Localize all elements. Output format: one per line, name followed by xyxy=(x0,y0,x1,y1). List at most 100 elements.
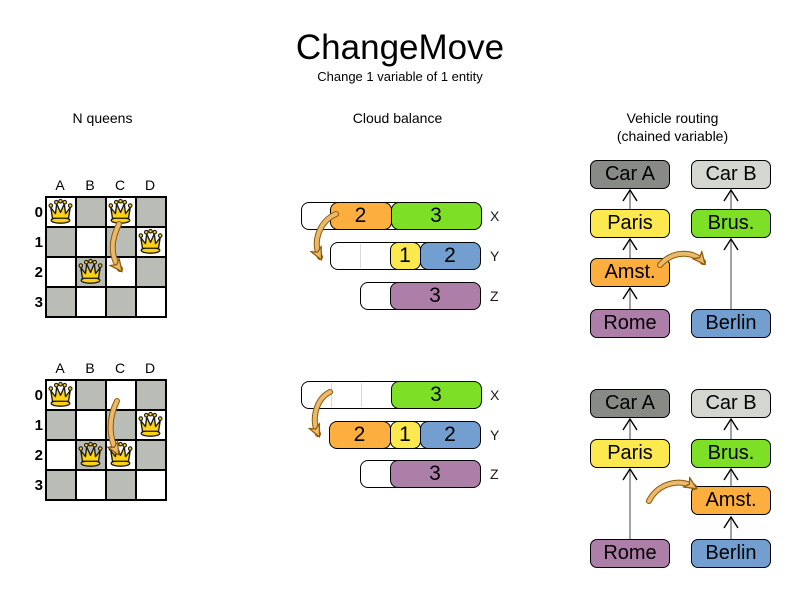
chain-arrow-brus-carb xyxy=(723,417,739,439)
capacity-divider xyxy=(361,383,362,407)
process-size: 2 xyxy=(354,203,367,227)
chain-arrow-brus-carb xyxy=(723,188,739,209)
board-cell xyxy=(136,287,166,317)
row-label: 3 xyxy=(34,294,43,311)
process-block: 3 xyxy=(389,281,481,310)
process-size: 3 xyxy=(429,283,441,307)
board-cell xyxy=(46,227,76,257)
process-block: 2 xyxy=(419,420,481,449)
computer-label: X xyxy=(490,208,500,224)
car-label: Car A xyxy=(604,392,656,414)
process-block: 3 xyxy=(390,380,482,409)
col-label: C xyxy=(114,177,126,193)
section-header-vehicle: Vehicle routing xyxy=(626,110,719,126)
nqueens-board-after: A B C D 0 1 2 3 xyxy=(31,361,171,503)
computer-z-before: 3 xyxy=(360,281,481,310)
stop-amst-box: Amst. xyxy=(691,486,771,515)
stop-rome-box: Rome xyxy=(590,539,670,568)
process-block: 1 xyxy=(389,420,421,449)
row-label: 3 xyxy=(34,477,43,494)
car-a-box: Car A xyxy=(590,160,670,189)
row-label: 1 xyxy=(34,417,43,434)
stop-brus-box: Brus. xyxy=(691,439,771,468)
board-cell xyxy=(76,197,106,227)
row-label: 2 xyxy=(34,447,43,464)
process-size: 3 xyxy=(430,203,442,227)
car-label: Car B xyxy=(705,392,757,414)
stop-label: Brus. xyxy=(707,212,755,234)
board-cell xyxy=(76,380,106,410)
queen-icon-c2 xyxy=(107,441,134,468)
section-header-cloud: Cloud balance xyxy=(352,110,443,126)
car-label: Car A xyxy=(604,163,656,185)
board-cell xyxy=(76,410,106,440)
process-size: 1 xyxy=(399,243,411,267)
col-label: C xyxy=(114,360,126,376)
col-label: D xyxy=(144,360,156,376)
queen-icon-b2 xyxy=(77,258,104,285)
board-cell xyxy=(136,380,166,410)
stop-paris-box: Paris xyxy=(590,209,670,238)
computer-label: X xyxy=(490,387,500,403)
col-label: A xyxy=(55,177,65,193)
computer-y-before: 1 2 xyxy=(330,241,481,270)
chain-arrow-amst-brus xyxy=(723,467,739,486)
computer-z-after: 3 xyxy=(360,459,481,488)
stop-label: Rome xyxy=(603,542,657,564)
computer-x-before: 2 3 xyxy=(301,201,482,230)
capacity-divider xyxy=(331,383,332,407)
computer-label: Y xyxy=(490,248,500,264)
chain-arrow-amst-paris xyxy=(622,237,638,258)
chain-arrow-rome-paris xyxy=(622,467,638,539)
row-label: 0 xyxy=(34,387,43,404)
board-cell xyxy=(106,257,136,287)
row-label: 1 xyxy=(34,234,43,251)
board-cell xyxy=(46,257,76,287)
process-size: 3 xyxy=(429,461,441,485)
queen-icon-a0 xyxy=(47,198,74,225)
nqueens-board-before: A B C D 0 1 2 3 xyxy=(31,178,171,320)
col-label: B xyxy=(85,177,95,193)
process-block: 1 xyxy=(389,241,421,270)
computer-label: Y xyxy=(490,427,500,443)
stop-amst-box: Amst. xyxy=(590,258,670,287)
row-label: 2 xyxy=(34,264,43,281)
board-cell xyxy=(106,287,136,317)
board-cell xyxy=(46,410,76,440)
page-title: ChangeMove xyxy=(295,28,505,67)
board-cell xyxy=(46,440,76,470)
board-cell xyxy=(76,287,106,317)
queen-icon-b2 xyxy=(77,441,104,468)
col-label: A xyxy=(55,360,65,376)
col-label: D xyxy=(144,177,156,193)
process-size: 2 xyxy=(444,243,456,267)
board-cell xyxy=(106,227,136,257)
board-cell xyxy=(136,440,166,470)
car-a-box: Car A xyxy=(590,389,670,418)
process-block: 2 xyxy=(419,241,481,270)
car-b-box: Car B xyxy=(691,160,771,189)
computer-label: Z xyxy=(490,288,499,304)
computer-label: Z xyxy=(490,466,499,482)
computer-y-after: 2 1 2 xyxy=(328,420,481,449)
board-cell xyxy=(106,410,136,440)
row-label: 0 xyxy=(34,204,43,221)
stop-label: Berlin xyxy=(705,312,757,334)
process-block: 2 xyxy=(328,420,391,449)
process-size: 1 xyxy=(399,422,411,446)
chain-arrow-rome-amst xyxy=(622,286,638,309)
stop-label: Rome xyxy=(603,312,657,334)
stop-label: Amst. xyxy=(705,489,757,511)
queen-icon-d1 xyxy=(137,228,164,255)
stop-rome-box: Rome xyxy=(590,309,670,338)
stop-berlin-box: Berlin xyxy=(691,539,771,568)
car-label: Car B xyxy=(705,163,757,185)
page-subtitle: Change 1 variable of 1 entity xyxy=(317,69,483,84)
car-b-box: Car B xyxy=(691,389,771,418)
queen-icon-c0 xyxy=(107,198,134,225)
move-arrow-vehicle-after xyxy=(646,483,694,504)
col-label: B xyxy=(85,360,95,376)
board-cell xyxy=(46,470,76,500)
stop-label: Paris xyxy=(607,212,653,234)
